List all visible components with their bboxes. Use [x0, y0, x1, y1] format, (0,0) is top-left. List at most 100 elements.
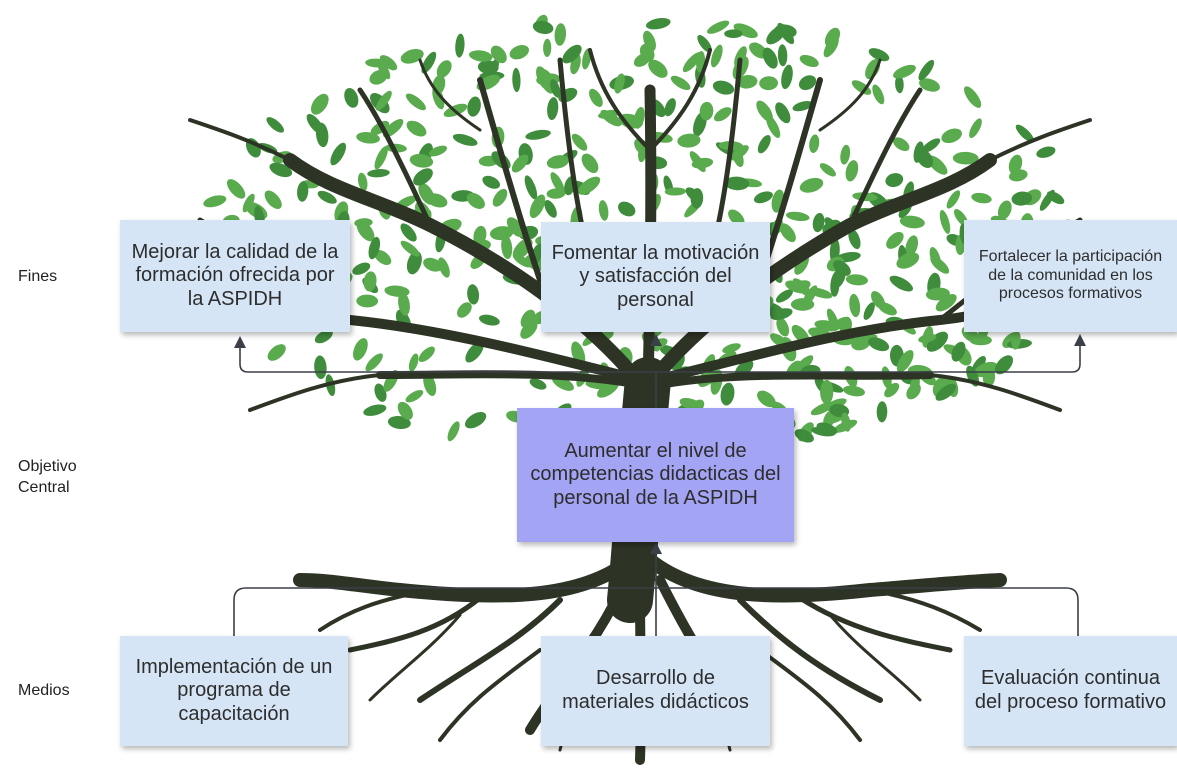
leaf	[889, 275, 913, 292]
fin-text-3: Fortalecer la participación de la comuni…	[978, 247, 1163, 303]
leaf	[363, 404, 387, 416]
leaf	[1008, 154, 1023, 175]
leaf	[452, 133, 478, 146]
leaf	[242, 193, 255, 213]
leaf	[799, 54, 819, 68]
leaf	[757, 390, 776, 408]
leaf	[426, 193, 448, 208]
leaf	[884, 382, 900, 398]
leaf	[203, 195, 227, 208]
leaf	[793, 355, 814, 375]
leaf	[267, 344, 286, 361]
leaf	[618, 113, 643, 129]
leaf	[618, 201, 636, 217]
leaf	[892, 137, 910, 152]
leaf	[997, 200, 1012, 220]
leaf	[969, 335, 992, 346]
leaf	[706, 20, 730, 34]
leaf	[400, 223, 417, 242]
leaf	[753, 191, 773, 204]
leaf	[849, 293, 861, 318]
leaf	[994, 355, 1014, 375]
leaf	[677, 133, 701, 148]
leaf	[598, 200, 609, 221]
leaf	[397, 401, 413, 420]
leaf	[775, 289, 793, 303]
leaf	[506, 217, 525, 238]
leaf	[779, 223, 796, 243]
leaf	[730, 145, 749, 161]
leaf	[509, 45, 529, 60]
leaf	[785, 211, 810, 222]
leaf	[877, 302, 897, 316]
leaf	[733, 23, 758, 39]
leaf	[547, 97, 559, 121]
leaf	[405, 390, 424, 403]
fin-box-1: Mejorar la calidad de la formación ofrec…	[120, 220, 350, 332]
arrowhead-fin-2	[650, 334, 662, 346]
leaf	[712, 80, 735, 95]
leaf	[406, 251, 422, 275]
leaf	[893, 64, 916, 79]
leaf	[816, 422, 838, 436]
leaf	[720, 382, 735, 406]
fin-box-3: Fortalecer la participación de la comuni…	[964, 220, 1177, 332]
leaf	[664, 187, 687, 196]
leaf	[724, 29, 743, 39]
leaf	[379, 55, 398, 71]
leaf	[926, 331, 949, 352]
leaf	[479, 314, 500, 326]
leaf	[365, 353, 383, 372]
objetivo-central-text: Aumentar el nivel de competencias didact…	[530, 439, 781, 509]
leaf	[447, 421, 460, 442]
leaf	[809, 134, 820, 153]
medio-box-2: Desarrollo de materiales didácticos	[541, 636, 770, 746]
leaf	[798, 75, 817, 91]
leaf	[492, 188, 508, 207]
leaf	[826, 308, 839, 330]
leaf	[682, 52, 702, 73]
leaf	[356, 132, 380, 144]
leaf	[759, 76, 778, 91]
leaf	[812, 212, 825, 233]
leaf	[529, 378, 547, 390]
leaf	[1011, 331, 1021, 350]
leaf	[421, 51, 437, 74]
leaf	[710, 44, 723, 68]
leaf	[489, 226, 514, 241]
leaf	[314, 329, 333, 344]
leaf	[550, 172, 565, 194]
leaf	[525, 129, 551, 140]
leaf	[529, 194, 546, 219]
leaf	[354, 218, 373, 228]
leaf	[581, 153, 599, 174]
leaf	[482, 175, 500, 189]
leaf	[757, 135, 771, 154]
leaf	[774, 24, 797, 38]
leaf	[939, 209, 951, 234]
leaf	[685, 187, 702, 202]
leaf	[374, 249, 392, 266]
leaf	[226, 179, 246, 199]
arrowhead-fin-3	[1074, 334, 1086, 346]
leaf	[865, 59, 881, 80]
leaf	[330, 142, 347, 166]
medio-text-3: Evaluación continua del proceso formativ…	[974, 667, 1167, 713]
leaf	[418, 346, 435, 363]
leaf	[363, 271, 377, 292]
leaf	[365, 58, 388, 68]
leaf	[357, 172, 368, 191]
leaf	[264, 190, 282, 210]
medio-text-2: Desarrollo de materiales didácticos	[562, 667, 749, 713]
leaf	[841, 412, 851, 432]
leaf	[1036, 146, 1056, 158]
leaf	[722, 343, 741, 354]
objetivo-central-box: Aumentar el nivel de competencias didact…	[517, 408, 794, 542]
label-fines: Fines	[18, 268, 58, 285]
label-objetivo-central: Objetivo Central	[18, 458, 77, 496]
leaf	[543, 38, 552, 57]
leaf	[544, 200, 557, 218]
leaf	[916, 148, 933, 169]
leaf	[400, 48, 424, 64]
leaf	[520, 309, 536, 328]
